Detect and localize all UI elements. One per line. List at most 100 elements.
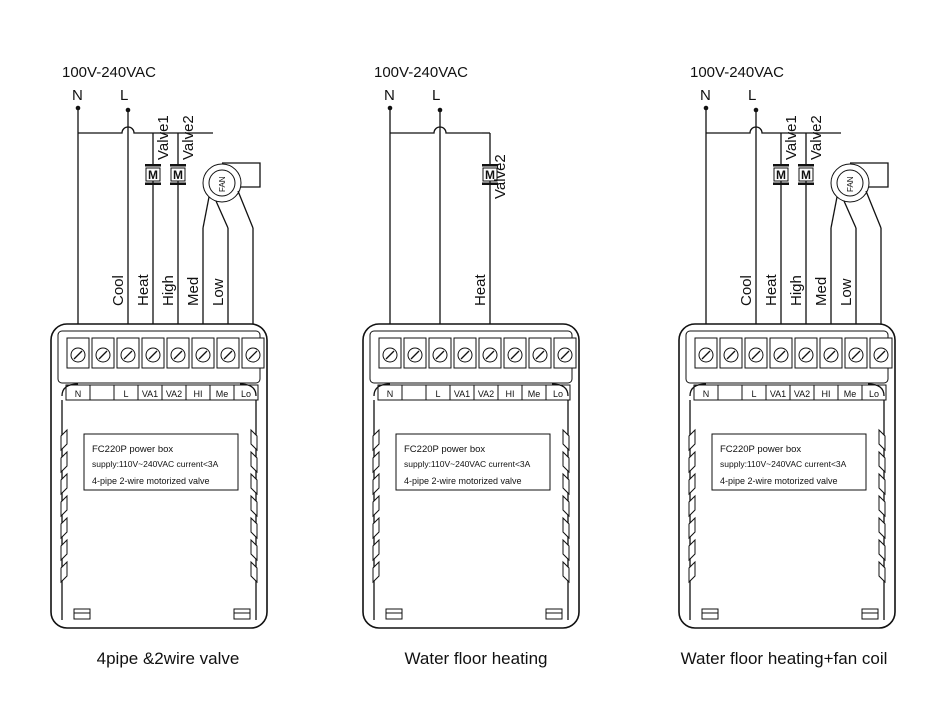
valve-base [145,182,161,185]
supply-voltage-label: 100V-240VAC [62,64,156,81]
terminal-screw [553,337,577,369]
vent-left [60,538,68,562]
mount-tab-left [73,608,91,620]
screw-slot [876,350,886,360]
valve-body [170,167,186,182]
screw-slot [851,350,861,360]
fan-inner [836,169,864,197]
vent-left [372,560,380,584]
terminal-screw [503,337,527,369]
neutral-label: N [384,87,395,104]
wire-label-med: Med [813,277,830,306]
supply-spec-label: supply:110V~240VAC current<3A [404,459,531,469]
valve-base [773,182,789,185]
fan-inner [208,169,236,197]
screw-slot [776,350,786,360]
mount-tab-right [861,608,879,620]
model-label: FC220P power box [720,444,801,455]
terminal-screw [769,337,793,369]
vent-left [688,560,696,584]
valve-base [482,182,498,185]
screw-slot [173,350,183,360]
terminal-label: N [703,389,710,399]
valve-1-label: Valve2 [492,154,509,199]
supply-spec-label: supply:110V~240VAC current<3A [92,459,219,469]
fan-lead-low [865,190,882,229]
valve-type-label: 4-pipe 2-wire motorized valve [92,476,210,486]
terminal-screw [528,337,552,369]
vent-right [878,494,886,518]
screw-slot [535,350,545,360]
terminal-label: VA2 [794,389,810,399]
screw-slot [460,350,470,360]
live-label: L [748,87,756,104]
fan-housing [850,162,889,188]
neutral-bus [390,126,482,134]
box-shoulder [689,383,885,397]
terminal-label: N [75,389,82,399]
valve-2-label: Valve2 [808,115,825,160]
terminal-label: VA1 [770,389,786,399]
model-label: FC220P power box [92,444,173,455]
terminal-label: Me [216,389,229,399]
screw-slot [223,350,233,360]
valve-cap [145,164,161,167]
valve-1-icon: M [482,164,498,185]
terminal-screw [794,337,818,369]
vent-right [250,472,258,496]
mount-tab-right [545,608,563,620]
mount-tab-right [233,608,251,620]
terminal-label: Me [528,389,541,399]
vent-right [878,450,886,474]
screw-slot [435,350,445,360]
vent-right [878,538,886,562]
vent-left [60,494,68,518]
terminal-screw [91,337,115,369]
valve-1-label: Valve1 [155,115,172,160]
vent-right [562,428,570,452]
terminal-label: Lo [241,389,251,399]
terminal-label: Me [844,389,857,399]
vent-left [688,494,696,518]
screw-slot [73,350,83,360]
terminal-screw [66,337,90,369]
live-label: L [432,87,440,104]
fan-lead-high [830,196,838,229]
vent-right [250,560,258,584]
vent-left [372,516,380,540]
terminal-label: L [435,389,440,399]
terminal-label: HI [506,389,515,399]
valve-cap [170,164,186,167]
neutral-node [387,105,393,111]
vent-left [60,560,68,584]
screw-slot [751,350,761,360]
fan-icon: FAN [202,162,261,203]
screw-slot [701,350,711,360]
vent-right [562,472,570,496]
screw-slot [410,350,420,360]
vent-left [60,516,68,540]
terminal-screw [241,337,265,369]
valve-motor-glyph: M [801,168,811,182]
vent-left [60,428,68,452]
fan-label: FAN [846,176,855,192]
valve-1-icon: M [145,164,161,185]
valve-1-label: Valve1 [783,115,800,160]
screw-slot [123,350,133,360]
wire-label-low: Low [210,278,227,306]
terminal-label: L [751,389,756,399]
vent-left [688,450,696,474]
vent-left [688,472,696,496]
valve-motor-glyph: M [776,168,786,182]
vent-left [372,428,380,452]
valve-motor-glyph: M [148,168,158,182]
neutral-node [703,105,709,111]
live-label: L [120,87,128,104]
neutral-label: N [72,87,83,104]
terminal-screw [694,337,718,369]
vent-right [562,538,570,562]
wire-label-low: Low [838,278,855,306]
